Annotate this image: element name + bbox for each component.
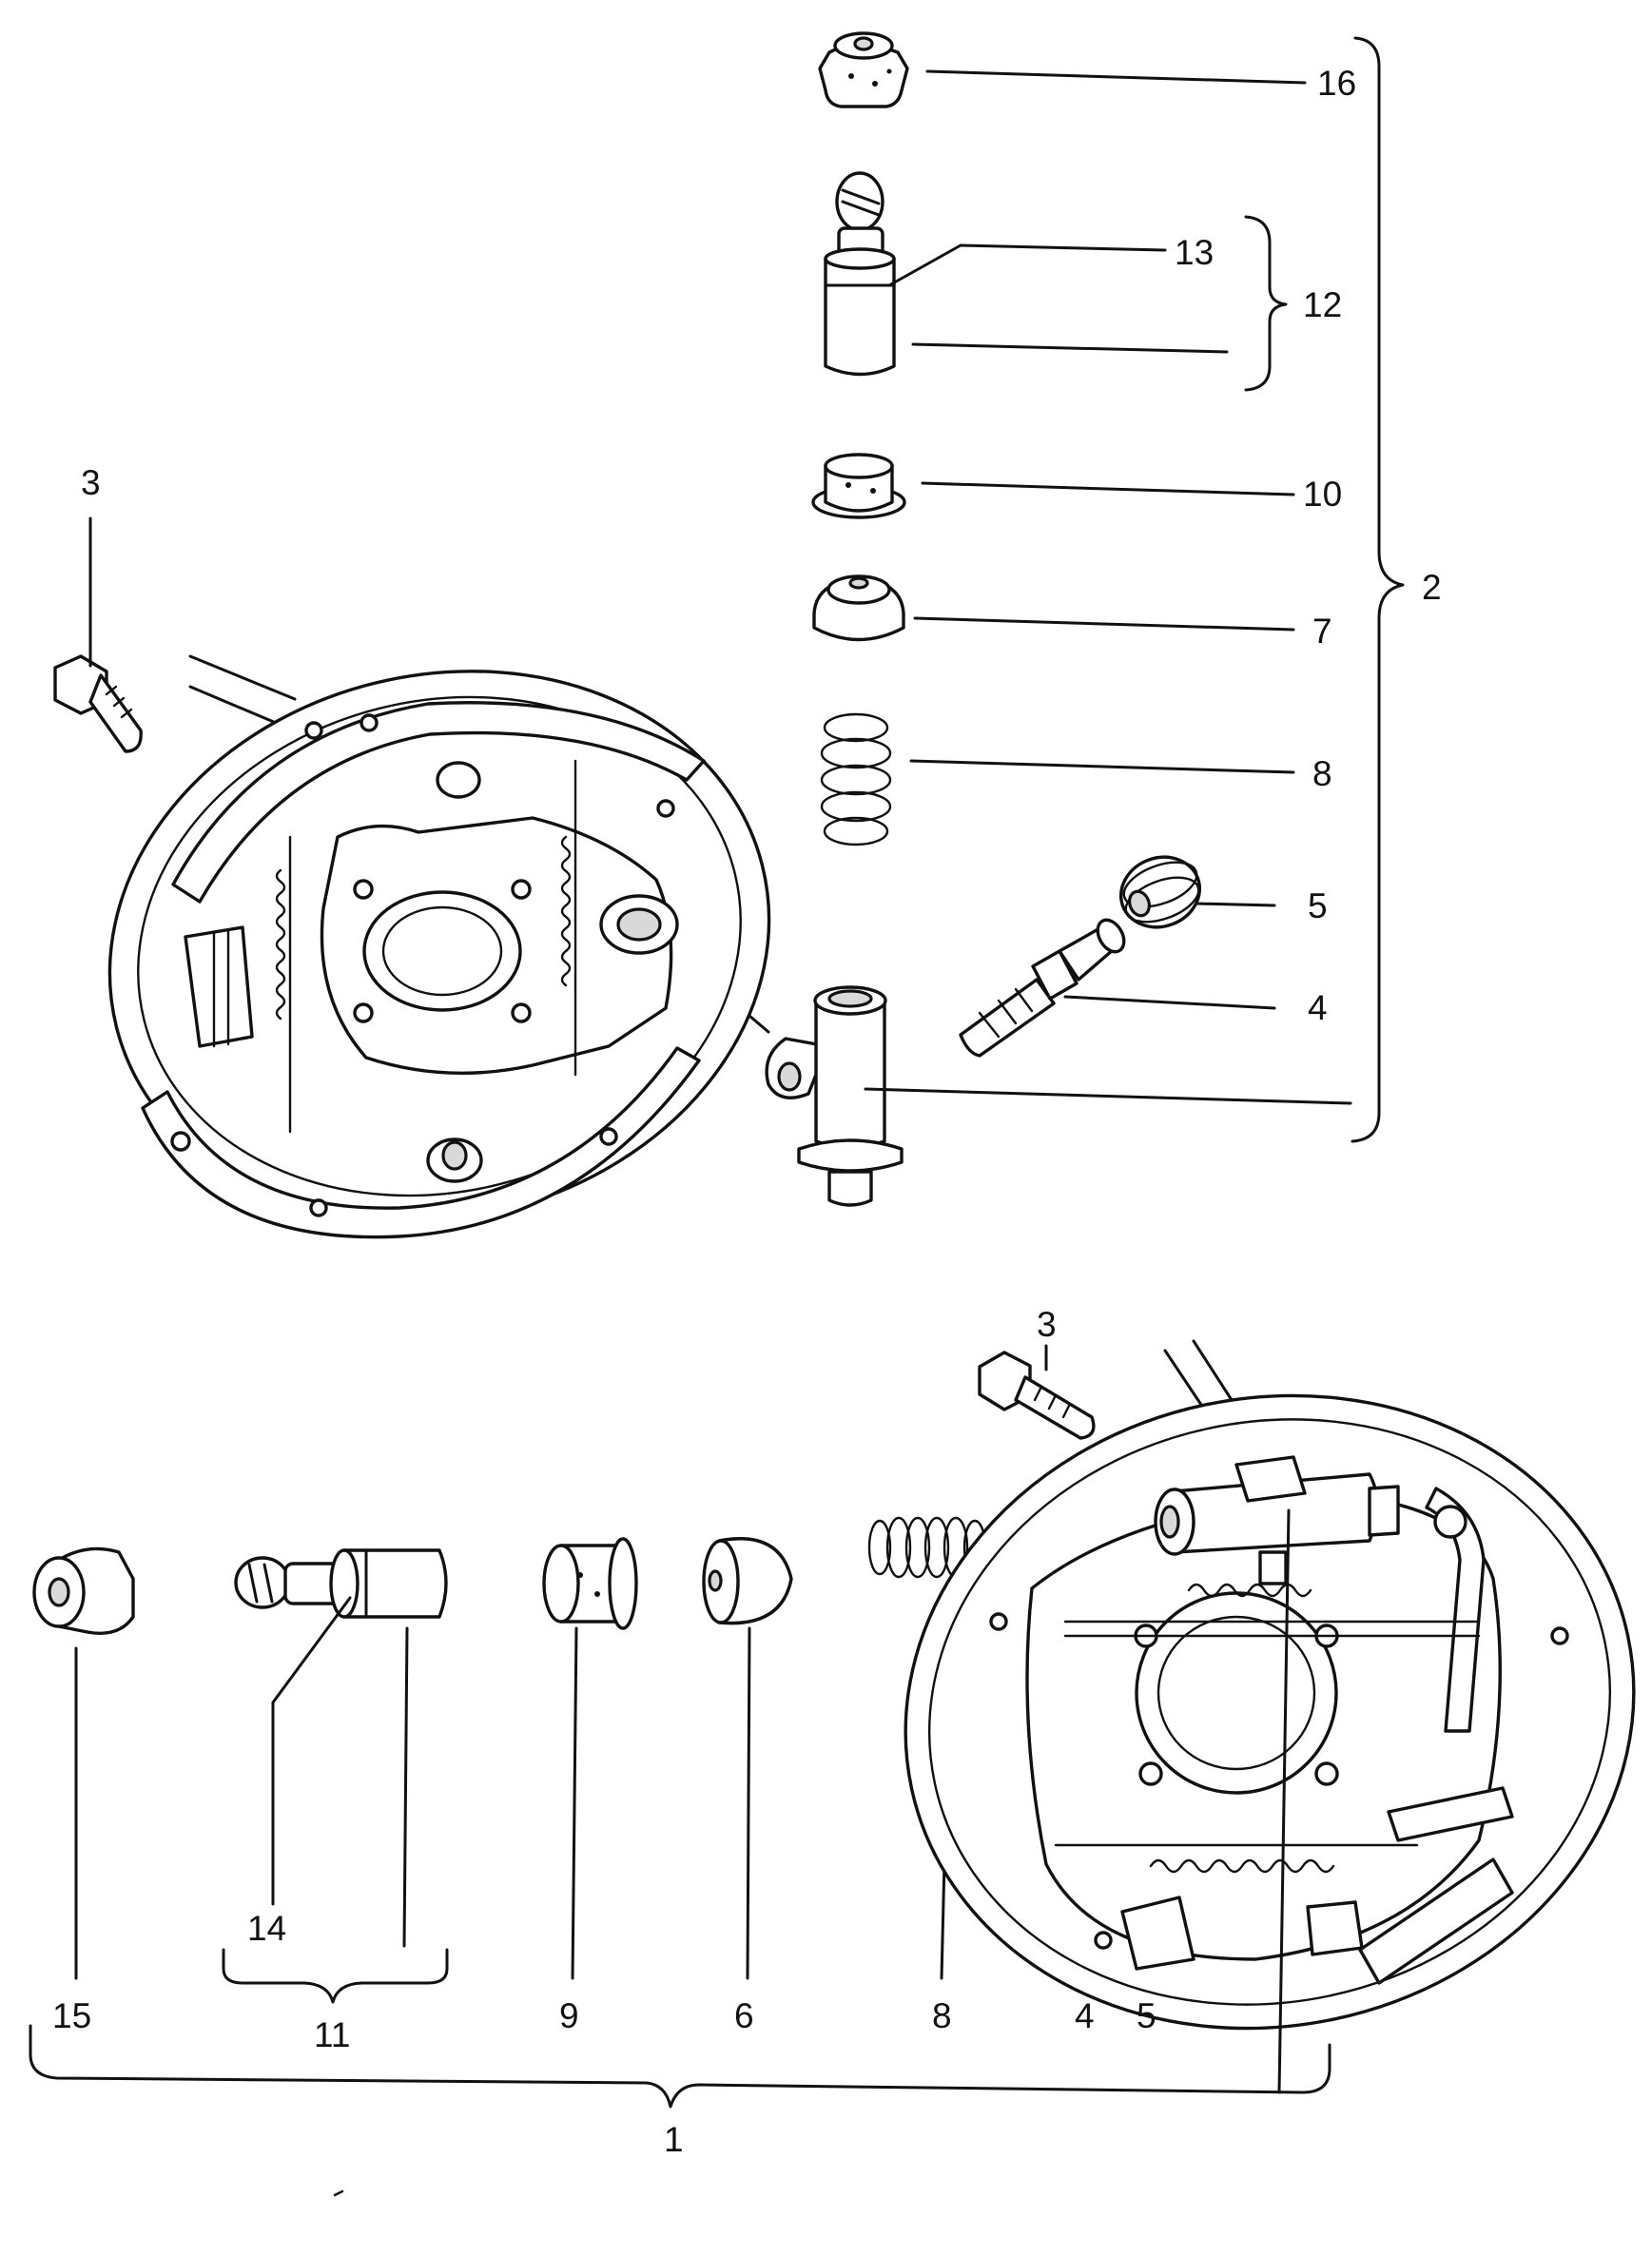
part-15-dust-boot: [32, 1546, 135, 1635]
callout-3-bottom: 3: [1037, 1305, 1057, 1344]
leader-14: [271, 1596, 352, 1704]
front-brake-backing-plate: [107, 654, 771, 1239]
part-11-bleeder-valve: [234, 1548, 448, 1619]
callout-1: 1: [664, 2120, 684, 2159]
leader-16: [925, 69, 1307, 85]
leader-2-body: [864, 1087, 1352, 1105]
part-2-wheel-cylinder: [765, 985, 904, 1207]
leader-13: [887, 243, 962, 287]
callout-8-top: 8: [1312, 754, 1332, 793]
bracket-1: [29, 2024, 1331, 2109]
leader-5-top: [1195, 902, 1276, 907]
part-8-spring: [820, 712, 892, 846]
callout-6: 6: [734, 1996, 754, 2035]
callout-8-bottom: 8: [932, 1996, 952, 2035]
leader-1-cylinder: [1277, 1508, 1291, 2094]
callout-3-top: 3: [81, 463, 101, 502]
callout-7: 7: [1312, 612, 1332, 651]
part-1-rear-wheel-cylinder: [1154, 1455, 1400, 1585]
part-10-cup-seal: [811, 453, 906, 519]
leader-10: [921, 481, 1295, 496]
part-3-bolt-bottom: [978, 1351, 1096, 1440]
callout-4-top: 4: [1308, 988, 1328, 1027]
part-4-bleeder-bolt: [959, 918, 1126, 1058]
callout-2: 2: [1422, 568, 1442, 607]
callout-5-top: 5: [1308, 886, 1328, 925]
leader-7: [913, 616, 1295, 632]
leader-13b: [959, 243, 1167, 252]
callout-13: 13: [1175, 233, 1214, 272]
callout-15: 15: [52, 1996, 91, 2035]
part-9-cup-seal: [542, 1537, 638, 1630]
bracket-12: [1244, 215, 1288, 392]
callout-12: 12: [1303, 285, 1342, 324]
part-12-bleeder-valve: [824, 171, 896, 377]
leader-4-top: [1063, 995, 1276, 1010]
callout-14: 14: [247, 1909, 286, 1948]
callout-16: 16: [1317, 64, 1356, 103]
leader-6: [746, 1626, 751, 1980]
part-7-piston-cup: [812, 574, 905, 642]
rear-brake-backing-plate: [904, 1339, 1636, 2031]
bracket-2: [1351, 36, 1405, 1143]
stray-mark: [333, 2189, 344, 2197]
callout-11: 11: [314, 2015, 350, 2054]
leader-12-lower: [911, 342, 1229, 354]
part-16-dust-cap: [818, 31, 909, 108]
leader-8-top: [909, 759, 1295, 774]
callout-4-bottom: 4: [1075, 1996, 1095, 2035]
part-3-bolt-top: [53, 654, 143, 753]
part-6-piston-cup: [702, 1537, 793, 1625]
leader-11: [402, 1626, 409, 1948]
leader-9: [571, 1626, 578, 1980]
part-5-adjuster-cap: [1118, 855, 1202, 929]
bracket-11: [222, 1948, 449, 2004]
callout-5-bottom: 5: [1137, 1996, 1156, 2035]
callout-10: 10: [1303, 475, 1342, 514]
callout-9: 9: [559, 1996, 579, 2035]
